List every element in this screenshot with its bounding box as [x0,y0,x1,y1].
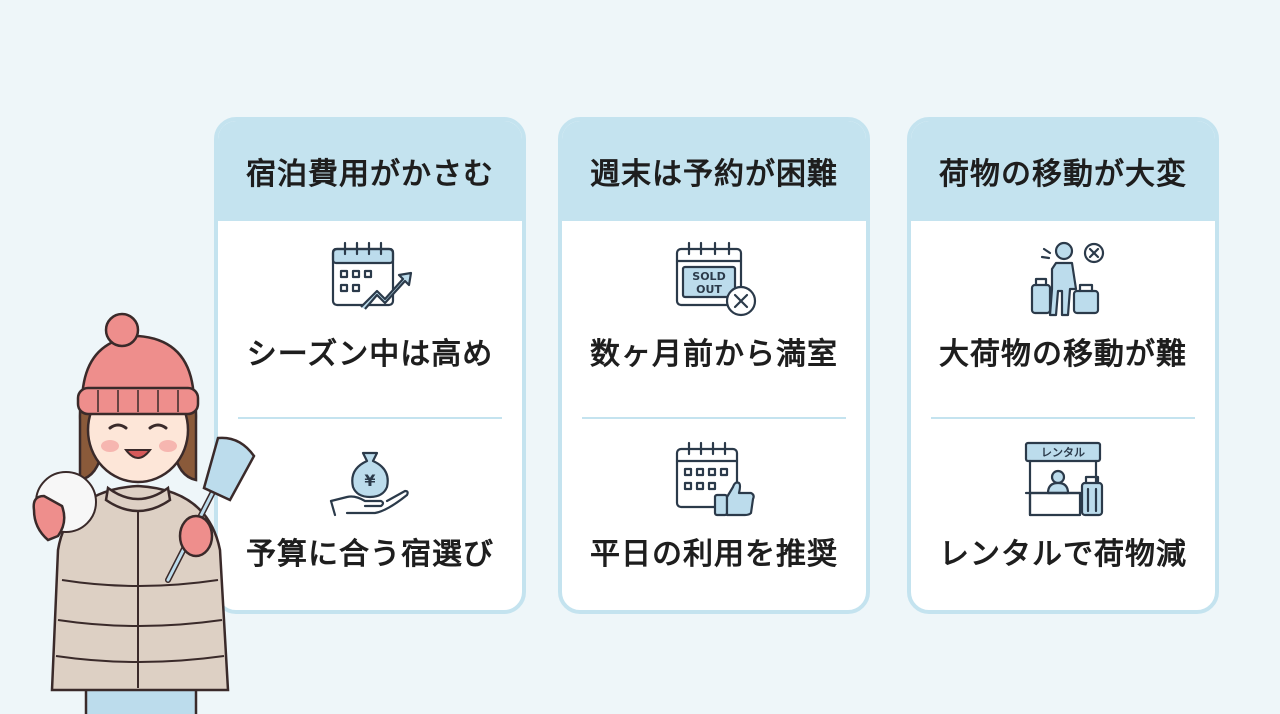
calendar-thumbs-up-icon [675,441,755,517]
sold-out-calendar-icon: SOLD OUT [675,241,757,317]
card-title: 宿泊費用がかさむ [246,157,494,192]
svg-text:OUT: OUT [696,283,722,296]
card-accommodation-cost: 宿泊費用がかさむ シーズン中は高め ¥ 予算に合う宿選び [214,117,526,614]
item-text: 予算に合う宿選び [246,537,494,572]
money-bag-hand-icon: ¥ [329,451,409,517]
girl-with-snow-shovel-illustration [32,312,256,714]
item-text: レンタルで荷物減 [939,537,1187,572]
item-text: 大荷物の移動が難 [939,337,1187,372]
svg-text:レンタル: レンタル [1041,446,1085,459]
item-text: 数ヶ月前から満室 [590,337,838,372]
card-luggage-transport: 荷物の移動が大変 大荷物の移動が難 レンタル [907,117,1219,614]
svg-text:SOLD: SOLD [692,270,725,283]
divider [238,417,502,419]
card-title: 荷物の移動が大変 [939,157,1187,192]
divider [582,417,846,419]
item-text: シーズン中は高め [246,337,494,372]
person-heavy-luggage-icon [1030,241,1105,317]
list-item: 大荷物の移動が難 [911,239,1215,429]
calendar-rising-price-icon [331,241,413,310]
divider [931,417,1195,419]
card-header: 週末は予約が困難 [562,121,866,221]
rental-counter-icon: レンタル [1024,441,1104,517]
list-item: SOLD OUT 数ヶ月前から満室 [562,239,866,429]
card-title: 週末は予約が困難 [590,157,838,192]
list-item: 平日の利用を推奨 [562,439,866,610]
list-item: レンタル レンタルで荷物減 [911,439,1215,610]
card-header: 宿泊費用がかさむ [218,121,522,221]
item-text: 平日の利用を推奨 [590,537,838,572]
list-item: ¥ 予算に合う宿選び [218,439,522,610]
card-header: 荷物の移動が大変 [911,121,1215,221]
list-item: シーズン中は高め [218,239,522,429]
card-weekend-booking: 週末は予約が困難 SOLD OUT 数ヶ月前から満室 [558,117,870,614]
svg-text:¥: ¥ [364,471,375,490]
